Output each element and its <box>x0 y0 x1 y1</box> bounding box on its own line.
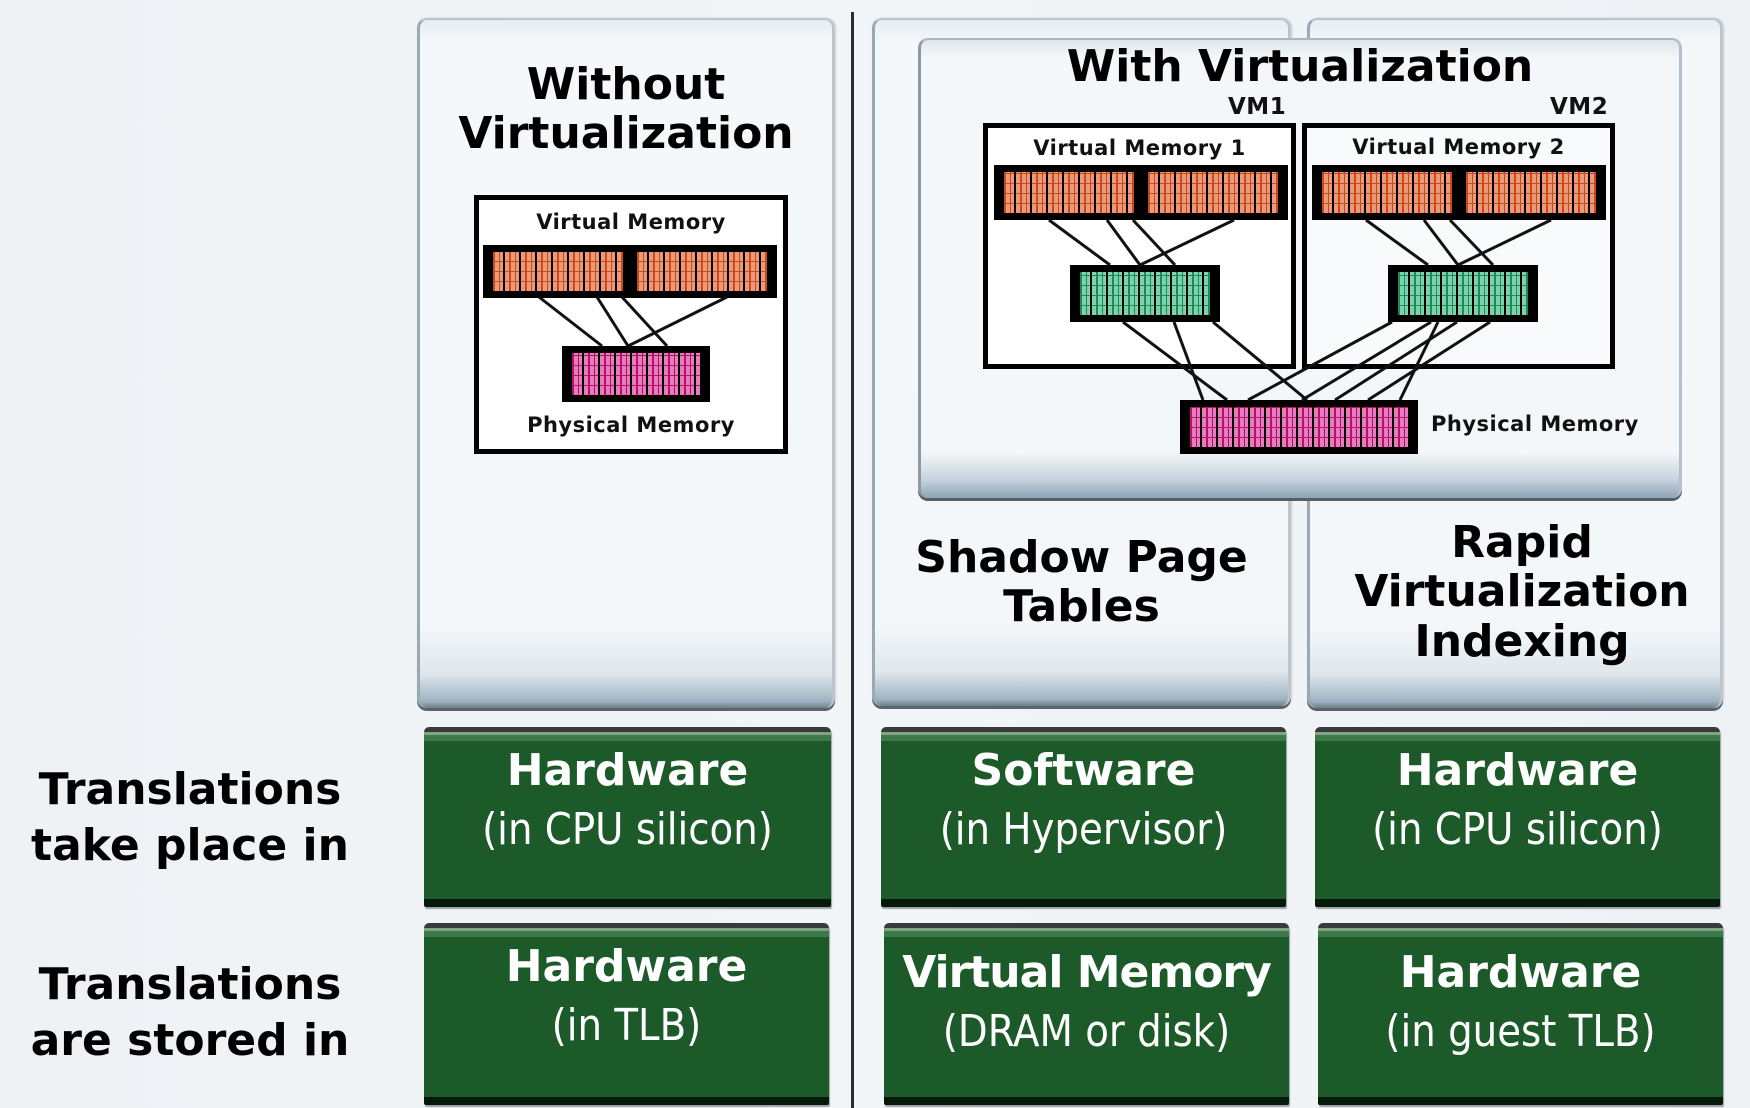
title-line: Shadow Page <box>915 532 1248 583</box>
virtual-memory-pages <box>1322 172 1452 213</box>
vm2-virtual-memory-bar <box>1312 165 1606 220</box>
virtual-memory-pages <box>1148 172 1278 213</box>
row-label-line: Translations <box>38 764 342 815</box>
cell-title: Hardware <box>506 745 749 796</box>
virtual-memory-2-label: Virtual Memory 2 <box>1352 135 1565 159</box>
title-line: Virtualization <box>458 108 794 160</box>
host-physical-memory-label: Physical Memory <box>1431 412 1639 436</box>
virtual-memory-1-label: Virtual Memory 1 <box>1033 136 1246 160</box>
virtual-memory-pages <box>493 252 623 291</box>
virtual-memory-bar <box>483 245 777 298</box>
physical-memory-label: Physical Memory <box>527 413 735 437</box>
cell-translation-location-shadow: Software (in Hypervisor) <box>881 727 1286 907</box>
title-line: With Virtualization <box>1066 41 1534 92</box>
title-without-virtualization: Without Virtualization <box>417 60 835 159</box>
vm1-virtual-memory-bar <box>994 165 1288 220</box>
cell-subtitle: (DRAM or disk) <box>942 1006 1231 1057</box>
row-label-line: Translations <box>38 959 342 1010</box>
title-shadow-page-tables: Shadow Page Tables <box>872 533 1291 632</box>
cell-title: Software <box>971 745 1196 796</box>
column-divider <box>851 12 854 1108</box>
vm2-box <box>1302 123 1615 369</box>
title-with-virtualization: With Virtualization <box>918 41 1682 92</box>
host-physical-memory-bar <box>1180 400 1418 454</box>
title-line: Indexing <box>1414 615 1630 667</box>
cell-title: Hardware <box>1399 947 1642 998</box>
cell-translation-storage-rvi: Hardware (in guest TLB) <box>1318 923 1723 1105</box>
virtual-memory-pages <box>1466 172 1596 213</box>
cell-translation-storage-without: Hardware (in TLB) <box>424 923 829 1105</box>
cell-translation-storage-shadow: Virtual Memory (DRAM or disk) <box>884 923 1289 1105</box>
physical-memory-pages <box>1190 407 1408 447</box>
guest-physical-pages <box>1080 272 1210 315</box>
title-line: Without <box>526 59 726 110</box>
vm1-label: VM1 <box>1228 94 1287 120</box>
cell-subtitle: (in guest TLB) <box>1385 1006 1656 1057</box>
title-rapid-virtualization-indexing: Rapid Virtualization Indexing <box>1307 518 1737 666</box>
cell-translation-location-without: Hardware (in CPU silicon) <box>424 727 831 907</box>
physical-memory-bar <box>562 346 710 402</box>
cell-subtitle: (in Hypervisor) <box>939 804 1228 855</box>
virtual-memory-label: Virtual Memory <box>536 210 726 234</box>
cell-subtitle: (in CPU silicon) <box>1372 804 1663 855</box>
cell-title: Hardware <box>1396 745 1639 796</box>
cell-subtitle: (in CPU silicon) <box>482 804 773 855</box>
virtual-memory-pages <box>1004 172 1134 213</box>
virtual-memory-pages <box>637 252 767 291</box>
row-label-translations-stored: Translations are stored in <box>0 957 380 1069</box>
cell-title: Virtual Memory <box>902 947 1272 998</box>
vm2-guest-physical-bar <box>1388 265 1538 322</box>
row-label-translations-take-place: Translations take place in <box>0 762 380 874</box>
row-label-line: are stored in <box>30 1015 350 1066</box>
vm1-guest-physical-bar <box>1070 265 1220 322</box>
physical-memory-pages <box>572 353 700 395</box>
cell-subtitle: (in TLB) <box>551 1000 702 1051</box>
guest-physical-pages <box>1398 272 1528 315</box>
vm2-label: VM2 <box>1550 94 1609 120</box>
cell-translation-location-rvi: Hardware (in CPU silicon) <box>1315 727 1720 907</box>
title-line: Rapid <box>1451 517 1593 568</box>
row-label-line: take place in <box>31 820 349 871</box>
title-line: Virtualization <box>1354 566 1690 618</box>
title-line: Tables <box>1003 581 1160 633</box>
cell-title: Hardware <box>505 941 748 992</box>
